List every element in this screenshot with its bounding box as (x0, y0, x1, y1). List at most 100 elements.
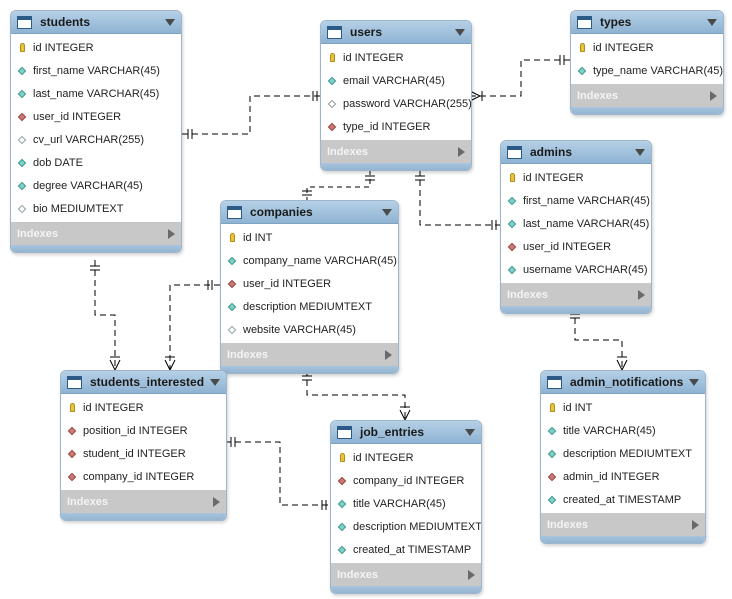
column-row[interactable]: user_id INTEGER (221, 272, 398, 295)
diamond-shape (327, 99, 337, 108)
foreign-key-icon (66, 449, 78, 458)
column-row[interactable]: website VARCHAR(45) (221, 318, 398, 341)
expand-arrow-icon[interactable] (213, 496, 220, 507)
column-row[interactable]: company_id INTEGER (331, 469, 481, 492)
column-row[interactable]: title VARCHAR(45) (541, 419, 705, 442)
table-header[interactable]: types (571, 11, 723, 34)
column-row[interactable]: type_id INTEGER (321, 115, 471, 138)
column-label: degree VARCHAR(45) (33, 179, 143, 192)
indexes-section[interactable]: Indexes (541, 513, 705, 536)
table-icon (577, 15, 592, 29)
column-row[interactable]: last_name VARCHAR(45) (11, 82, 181, 105)
table-title: types (600, 15, 632, 29)
table-header[interactable]: admin_notifications (541, 371, 705, 394)
column-row[interactable]: first_name VARCHAR(45) (501, 189, 651, 212)
collapse-arrow-icon[interactable] (210, 378, 220, 386)
table-header[interactable]: admins (501, 141, 651, 164)
indexes-section[interactable]: Indexes (11, 222, 181, 245)
column-row[interactable]: user_id INTEGER (501, 235, 651, 258)
column-label: last_name VARCHAR(45) (33, 87, 160, 100)
column-row[interactable]: type_name VARCHAR(45) (571, 59, 723, 82)
relationship-companies-job_entries[interactable] (302, 370, 411, 422)
expand-arrow-icon[interactable] (458, 146, 465, 157)
relationship-admins-admin_notifications[interactable] (570, 308, 628, 372)
expand-arrow-icon[interactable] (692, 519, 699, 530)
relationship-students-students_interested[interactable] (90, 260, 121, 372)
column-row[interactable]: student_id INTEGER (61, 442, 226, 465)
relationship-companies-students_interested[interactable] (164, 280, 220, 372)
table-header[interactable]: students (11, 11, 181, 34)
indexes-section[interactable]: Indexes (61, 490, 226, 513)
table-header[interactable]: users (321, 21, 471, 44)
column-row[interactable]: id INT (541, 396, 705, 419)
column-row[interactable]: email VARCHAR(45) (321, 69, 471, 92)
table-header[interactable]: students_interested (61, 371, 226, 394)
table-header[interactable]: job_entries (331, 421, 481, 444)
column-row[interactable]: company_name VARCHAR(45) (221, 249, 398, 272)
column-row[interactable]: id INTEGER (331, 446, 481, 469)
column-row[interactable]: title VARCHAR(45) (331, 492, 481, 515)
collapse-arrow-icon[interactable] (465, 428, 475, 436)
column-row[interactable]: bio MEDIUMTEXT (11, 197, 181, 220)
column-row[interactable]: dob DATE (11, 151, 181, 174)
indexes-section[interactable]: Indexes (571, 84, 723, 107)
column-row[interactable]: degree VARCHAR(45) (11, 174, 181, 197)
expand-arrow-icon[interactable] (638, 289, 645, 300)
indexes-section[interactable]: Indexes (221, 343, 398, 366)
relationship-users-admins[interactable] (415, 170, 500, 230)
relationship-students-users[interactable] (182, 91, 320, 139)
collapse-arrow-icon[interactable] (165, 18, 175, 26)
column-row[interactable]: description MEDIUMTEXT (221, 295, 398, 318)
column-row[interactable]: created_at TIMESTAMP (331, 538, 481, 561)
column-row[interactable]: id INTEGER (61, 396, 226, 419)
column-row[interactable]: admin_id INTEGER (541, 465, 705, 488)
expand-arrow-icon[interactable] (385, 349, 392, 360)
indexes-section[interactable]: Indexes (331, 563, 481, 586)
indexes-section[interactable]: Indexes (501, 283, 651, 306)
column-row[interactable]: id INTEGER (11, 36, 181, 59)
column-row[interactable]: id INTEGER (321, 46, 471, 69)
expand-arrow-icon[interactable] (168, 228, 175, 239)
column-row[interactable]: id INT (221, 226, 398, 249)
relationship-users-types[interactable] (469, 55, 570, 102)
column-row[interactable]: created_at TIMESTAMP (541, 488, 705, 511)
column-row[interactable]: password VARCHAR(255) (321, 92, 471, 115)
column-row[interactable]: cv_url VARCHAR(255) (11, 128, 181, 151)
expand-arrow-icon[interactable] (468, 569, 475, 580)
collapse-arrow-icon[interactable] (382, 208, 392, 216)
collapse-arrow-icon[interactable] (707, 18, 717, 26)
collapse-arrow-icon[interactable] (635, 148, 645, 156)
table-title: admins (530, 145, 573, 159)
relationship-job_entries-students_interested[interactable] (225, 437, 330, 510)
column-row[interactable]: company_id INTEGER (61, 465, 226, 488)
diamond-shape (17, 89, 27, 98)
not-null-column-icon (506, 196, 518, 205)
collapse-arrow-icon[interactable] (689, 378, 699, 386)
collapse-arrow-icon[interactable] (455, 28, 465, 36)
table-header[interactable]: companies (221, 201, 398, 224)
column-row[interactable]: user_id INTEGER (11, 105, 181, 128)
column-row[interactable]: first_name VARCHAR(45) (11, 59, 181, 82)
column-row[interactable]: id INTEGER (501, 166, 651, 189)
column-row[interactable]: id INTEGER (571, 36, 723, 59)
column-label: company_id INTEGER (83, 470, 195, 483)
nullable-column-icon (226, 325, 238, 334)
not-null-column-icon (336, 499, 348, 508)
column-row[interactable]: username VARCHAR(45) (501, 258, 651, 281)
primary-key-icon (576, 43, 588, 52)
column-row[interactable]: description MEDIUMTEXT (331, 515, 481, 538)
column-row[interactable]: description MEDIUMTEXT (541, 442, 705, 465)
expand-arrow-icon[interactable] (710, 90, 717, 101)
relationship-users-companies[interactable] (302, 170, 375, 200)
indexes-section[interactable]: Indexes (321, 140, 471, 163)
column-row[interactable]: position_id INTEGER (61, 419, 226, 442)
column-row[interactable]: last_name VARCHAR(45) (501, 212, 651, 235)
